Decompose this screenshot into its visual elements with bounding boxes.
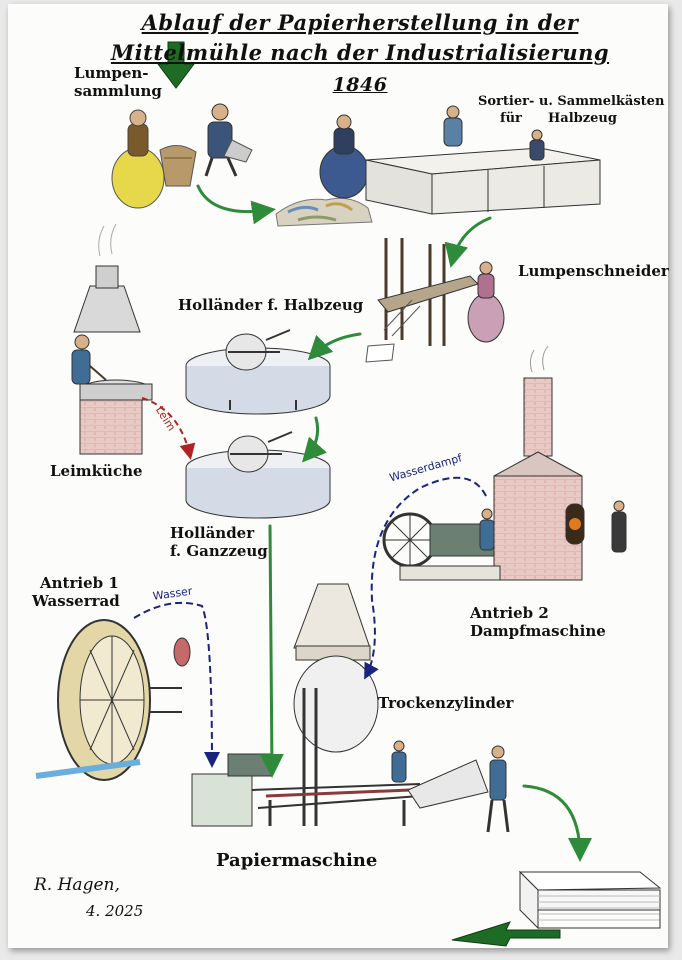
water-wheel (35, 619, 191, 781)
title-line-1: Ablauf der Papierherstellung in der (141, 10, 579, 35)
label-leimkueche: Leimküche (50, 462, 143, 480)
glue-kitchen (71, 223, 153, 455)
label-papiermaschine: Papiermaschine (216, 850, 378, 871)
label-antrieb2-2: Dampfmaschine (470, 622, 606, 640)
signature-date: 4. 2025 (86, 902, 144, 920)
sorting-boxes (365, 105, 601, 215)
hollander-halbzeug-vat (185, 329, 331, 415)
label-antrieb1-1: Antrieb 1 (40, 574, 119, 592)
rag-collector-figures (111, 103, 253, 209)
label-hollaender-ganzzeug-2: f. Ganzzeug (170, 542, 268, 560)
label-trockenzylinder: Trockenzylinder (378, 694, 514, 712)
wasser-flow-arrow (133, 601, 220, 768)
label-lumpensammlung-1: Lumpen- (74, 64, 149, 82)
steam-engine-house (382, 345, 627, 581)
label-hollaender-ganzzeug-1: Holländer (170, 524, 255, 542)
signature-name: R. Hagen, (34, 875, 120, 895)
start-arrow-icon (157, 41, 195, 89)
main-flow-arrows (196, 184, 592, 862)
rag-cutter-machine (365, 238, 505, 363)
label-antrieb2-1: Antrieb 2 (470, 604, 549, 622)
label-sortier-2: für (500, 111, 522, 126)
exit-arrow-icon (451, 921, 561, 947)
title-year: 1846 (332, 74, 388, 96)
hollander-ganzzeug-vat (185, 431, 331, 519)
title-line-2: Mittelmühle nach der Industrialisierung (110, 40, 610, 65)
label-lumpenschneider: Lumpenschneider (518, 262, 669, 280)
label-lumpensammlung-2: sammlung (74, 82, 162, 100)
label-antrieb1-2: Wasserrad (32, 592, 120, 610)
paper-stack (518, 870, 662, 930)
label-sortier-3: Halbzeug (548, 111, 617, 126)
label-hollaender-halbzeug: Holländer f. Halbzeug (178, 296, 364, 314)
sorter-figure (319, 114, 369, 199)
label-sortier-1: Sortier- u. Sammelkästen (478, 94, 665, 109)
rag-pile (275, 197, 373, 227)
leim-flow-arrow (141, 397, 196, 460)
paper-machine (191, 583, 510, 833)
